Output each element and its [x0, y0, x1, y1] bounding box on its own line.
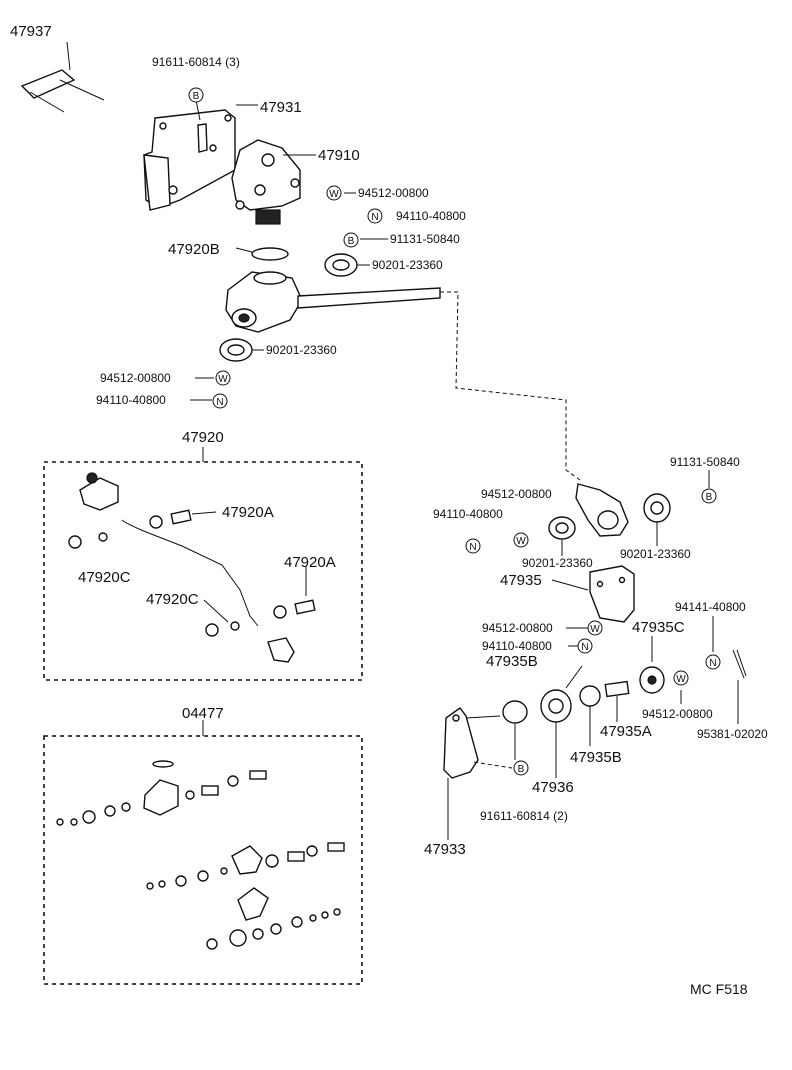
svg-text:B: B — [193, 91, 200, 102]
nut-symbol-icon: N — [465, 538, 481, 554]
label-90201-23360-b: 90201-23360 — [266, 343, 337, 357]
label-94512-00800-b: 94512-00800 — [100, 371, 171, 385]
label-94110-40800-c: 94110-40800 — [433, 507, 503, 521]
label-47910: 47910 — [318, 147, 360, 164]
washer-symbol-icon: W — [673, 670, 689, 686]
part-47933-arm-assembly — [443, 649, 747, 840]
washer-symbol-icon: W — [513, 532, 529, 548]
label-91131-50840-b: 91131-50840 — [670, 455, 740, 469]
label-95381-02020: 95381-02020 — [697, 727, 768, 741]
label-94512-00800-d: 94512-00800 — [482, 621, 553, 635]
part-47920B-clip — [235, 247, 289, 261]
part-rear-valve-union — [548, 470, 710, 556]
svg-text:N: N — [371, 212, 378, 223]
svg-text:N: N — [469, 542, 476, 553]
washer-symbol-icon: W — [215, 370, 231, 386]
label-94512-00800-c: 94512-00800 — [481, 487, 552, 501]
label-94141-40800: 94141-40800 — [675, 600, 746, 614]
bolt-symbol-icon: B — [701, 488, 717, 504]
label-47920C-1: 47920C — [78, 569, 131, 586]
label-47935A: 47935A — [600, 723, 652, 740]
label-47936: 47936 — [532, 779, 574, 796]
label-94512-00800-e: 94512-00800 — [642, 707, 713, 721]
svg-text:B: B — [518, 764, 525, 775]
nut-symbol-icon: N — [705, 654, 721, 670]
nut-symbol-icon: N — [367, 208, 383, 224]
symbol-markers: B W N B W N B W N W N N W B — [188, 87, 721, 776]
label-04477: 04477 — [182, 705, 224, 722]
svg-text:N: N — [709, 658, 716, 669]
part-47935-lever — [551, 565, 714, 662]
part-90201-washer-upper — [324, 253, 370, 277]
svg-text:W: W — [218, 374, 228, 385]
bolt-symbol-icon: B — [188, 87, 204, 103]
kit-47920-box — [43, 447, 363, 681]
label-47935: 47935 — [500, 572, 542, 589]
bolt-symbol-icon: B — [343, 232, 359, 248]
svg-text:B: B — [348, 236, 355, 247]
label-47935B-2: 47935B — [570, 749, 622, 766]
label-90201-23360-d: 90201-23360 — [620, 547, 691, 561]
label-94110-40800-b: 94110-40800 — [96, 393, 166, 407]
footer-code: MC F518 — [690, 981, 748, 997]
svg-text:W: W — [676, 674, 686, 685]
nut-symbol-icon: N — [577, 638, 593, 654]
svg-text:B: B — [706, 492, 713, 503]
kit-04477-box — [43, 720, 363, 985]
label-94110-40800-a: 94110-40800 — [396, 209, 466, 223]
label-47920: 47920 — [182, 429, 224, 446]
label-47935B-1: 47935B — [486, 653, 538, 670]
part-banjo-union-hose — [225, 271, 581, 481]
part-47910-valve-body — [231, 139, 316, 225]
washer-symbol-icon: W — [587, 620, 603, 636]
washer-symbol-icon: W — [326, 185, 342, 201]
label-90201-23360-a: 90201-23360 — [372, 258, 443, 272]
label-47920B: 47920B — [168, 241, 220, 258]
svg-text:W: W — [590, 624, 600, 635]
label-94512-00800-a: 94512-00800 — [358, 186, 429, 200]
label-91611-60814-3: 91611-60814 (3) — [152, 55, 240, 69]
label-47920A-1: 47920A — [222, 504, 274, 521]
label-91131-50840-a: 91131-50840 — [390, 232, 460, 246]
bolt-symbol-icon: B — [513, 760, 529, 776]
label-47931: 47931 — [260, 99, 302, 116]
label-47935C: 47935C — [632, 619, 685, 636]
part-labels: 47937 91611-60814 (3) 47931 47910 94512-… — [10, 23, 768, 997]
label-91611-60814-2: 91611-60814 (2) — [480, 809, 568, 823]
nut-symbol-icon: N — [212, 393, 228, 409]
label-47937: 47937 — [10, 23, 52, 40]
label-47933: 47933 — [424, 841, 466, 858]
part-90201-washer-lower — [219, 338, 264, 362]
label-47920A-2: 47920A — [284, 554, 336, 571]
part-47931-mounting-bracket — [143, 99, 258, 211]
svg-text:N: N — [216, 397, 223, 408]
label-47920C-2: 47920C — [146, 591, 199, 608]
label-94110-40800-d: 94110-40800 — [482, 639, 552, 653]
svg-text:W: W — [329, 189, 339, 200]
svg-text:W: W — [516, 536, 526, 547]
part-47937-bolt-bracket — [20, 41, 105, 113]
svg-text:N: N — [581, 642, 588, 653]
label-90201-23360-c: 90201-23360 — [522, 556, 593, 570]
